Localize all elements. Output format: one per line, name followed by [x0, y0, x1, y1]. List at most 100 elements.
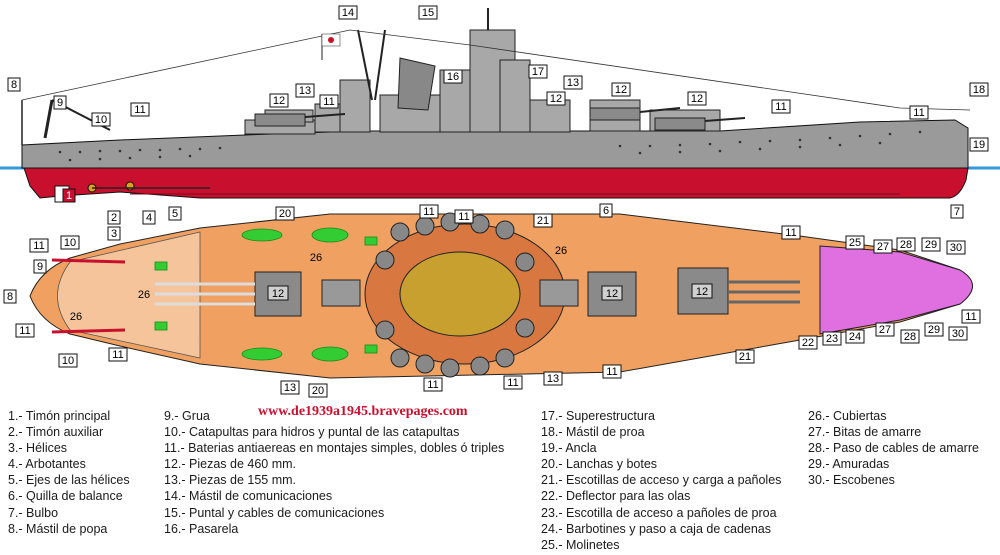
- callout-box: 18: [969, 82, 989, 97]
- callout-box: 3: [107, 226, 121, 241]
- callout-label: 15: [422, 7, 434, 19]
- callout-box: 30: [946, 240, 966, 255]
- website-url: www.de1939a1945.bravepages.com: [258, 404, 468, 419]
- comms-mast: [357, 29, 373, 101]
- callout-label: 18: [973, 84, 985, 96]
- callout-label: 11: [33, 240, 44, 252]
- callout-box: 28: [900, 329, 920, 344]
- legend-column-2: 9.- Grua 10.- Catapultas para hidros y p…: [164, 408, 504, 537]
- callout-label: 24: [849, 331, 861, 343]
- callout-label: 14: [342, 7, 354, 19]
- deck-plan: [29, 212, 973, 379]
- legend-item: 4.- Arbotantes: [8, 457, 86, 472]
- callout-box: 11: [909, 105, 929, 120]
- legend-column-3: 17.- Superestructura 18.- Mástil de proa…: [541, 408, 781, 553]
- callout-label: 11: [965, 311, 976, 323]
- callout-label: 22: [802, 337, 814, 349]
- legend-item: 16.- Pasarela: [164, 521, 239, 536]
- callout-box: 4: [142, 210, 156, 225]
- callout-box: 2: [107, 210, 121, 225]
- rising-sun-flag: [321, 33, 341, 60]
- callout-label: 11: [19, 325, 30, 337]
- callout-label: 12: [696, 286, 708, 298]
- callout-label: 11: [423, 206, 434, 218]
- callout-box: 29: [924, 322, 944, 337]
- legend-item: 13.- Piezas de 155 mm.: [164, 473, 297, 488]
- callout-box: 12: [601, 285, 623, 301]
- callout-box: 12: [611, 82, 631, 97]
- side-turrets: [254, 107, 746, 131]
- callout-label: 27: [879, 324, 891, 336]
- callout-box: 11: [454, 209, 474, 224]
- callout-label: 23: [826, 333, 838, 345]
- callout-box: 27: [875, 322, 895, 337]
- bow-forecastle: [819, 245, 973, 335]
- callout-box: 26: [306, 251, 326, 264]
- comms-mast-b: [374, 29, 386, 101]
- legend-item: 26.- Cubiertas: [808, 409, 887, 423]
- callout-label: 13: [567, 77, 579, 89]
- callout-box: 5: [168, 206, 182, 221]
- superstructure: [244, 29, 721, 135]
- legend-item: 8.- Mástil de popa: [8, 521, 108, 536]
- legend-column-1: 1.- Timón principal 2.- Timón auxiliar 3…: [8, 408, 130, 537]
- callout-label: 5: [172, 208, 178, 220]
- legend-item: 24.- Barbotines y paso a caja de cadenas: [541, 521, 772, 536]
- callout-label: 26: [138, 289, 150, 301]
- legend-item: 22.- Deflector para las olas: [541, 489, 691, 504]
- callout-box: 11: [781, 225, 801, 240]
- funnel: [397, 57, 436, 111]
- callout-label: 10: [95, 114, 107, 126]
- legend-item: 5.- Ejes de las hélices: [8, 473, 130, 488]
- callout-box: 12: [691, 283, 713, 299]
- callout-box: 12: [269, 93, 289, 108]
- callout-box: 26: [66, 310, 86, 323]
- secondary-turret-plan: [539, 279, 579, 307]
- callout-box: 8: [7, 77, 21, 92]
- callout-label: 1: [66, 190, 72, 202]
- callout-label: 11: [427, 379, 438, 391]
- bridge-plan: [399, 251, 521, 337]
- callout-box: 12: [687, 91, 707, 106]
- callout-box: 12: [267, 285, 289, 301]
- callout-label: 11: [323, 96, 334, 108]
- callout-label: 13: [299, 85, 311, 97]
- legend-item: 28.- Paso de cables de amarre: [808, 441, 979, 456]
- side-callouts: 1 2 3 4 5 6 7 8 9 10 11 11 11 11 12 12 1…: [7, 5, 989, 241]
- callout-box: 28: [896, 237, 916, 252]
- callout-box: 26: [551, 244, 571, 257]
- legend-item: 17.- Superestructura: [541, 409, 655, 423]
- callout-box: 11: [130, 102, 150, 117]
- callout-box: 25: [845, 235, 865, 250]
- callout-box: 11: [15, 323, 35, 338]
- callout-label: 30: [950, 242, 962, 254]
- callout-box: 11: [419, 204, 439, 219]
- callout-box: 9: [53, 95, 67, 110]
- callout-label: 2: [111, 212, 117, 224]
- callout-box: 21: [735, 349, 755, 364]
- callout-box: 16: [443, 69, 463, 84]
- callout-box: 23: [822, 331, 842, 346]
- callout-label: 3: [111, 228, 117, 240]
- callout-label: 11: [112, 349, 123, 361]
- main-turrets-plan: [155, 267, 800, 317]
- callout-label: 12: [606, 288, 618, 300]
- callout-label: 29: [925, 239, 937, 251]
- callout-label: 30: [952, 328, 964, 340]
- callout-box: 19: [969, 137, 989, 152]
- callout-label: 28: [900, 239, 912, 251]
- side-profile: [0, 8, 1000, 203]
- callout-box: 9: [33, 259, 47, 274]
- callout-box: 13: [280, 380, 300, 395]
- callout-label: 4: [146, 212, 152, 224]
- callout-box: 11: [29, 238, 49, 253]
- callout-box: 1: [62, 188, 76, 203]
- callout-label: 25: [849, 237, 861, 249]
- callout-label: 11: [134, 104, 145, 116]
- callout-label: 11: [775, 101, 786, 113]
- callout-box: 13: [543, 371, 563, 386]
- callout-box: 10: [91, 112, 111, 127]
- legend-item: 3.- Hélices: [8, 441, 68, 456]
- callout-label: 29: [928, 324, 940, 336]
- callout-box: 14: [338, 5, 358, 20]
